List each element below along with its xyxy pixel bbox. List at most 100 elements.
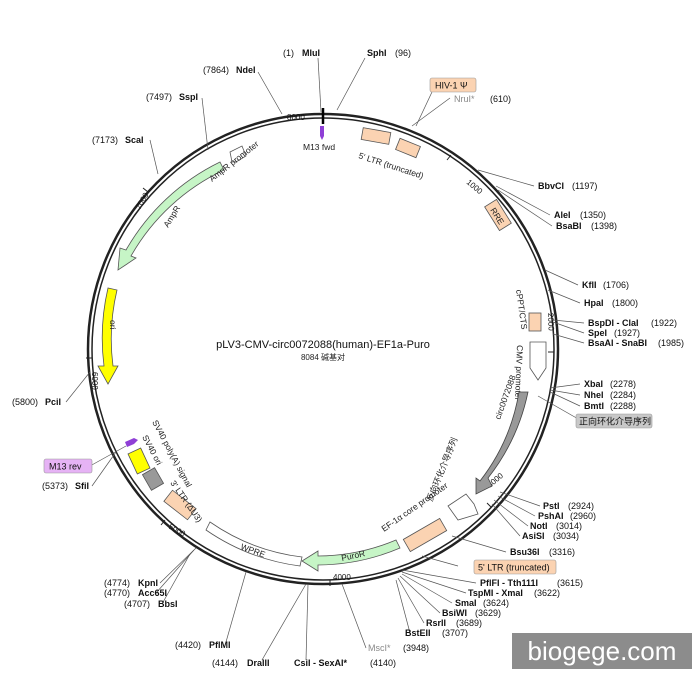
ef1a-box: [402, 517, 448, 553]
site-name: BsaAI - SnaBI: [588, 338, 647, 348]
site-pos: (5373): [42, 481, 68, 491]
site-pos: (3622): [534, 588, 560, 598]
site-pos: (7864): [203, 65, 229, 75]
site-name: DraIII: [247, 658, 270, 668]
site-name: AleI: [554, 210, 571, 220]
site-name: BbsI: [158, 599, 178, 609]
box-label: M13 rev: [49, 462, 82, 472]
ef1a-promoter-arrow: [447, 493, 479, 521]
site-pos: (7497): [146, 92, 172, 102]
site-name: SmaI: [455, 598, 477, 608]
feature-label: CMV promoter: [513, 345, 525, 401]
m13-rev-box: [43, 458, 93, 474]
site-name: PflMI: [209, 640, 231, 650]
site-name: PshAI: [538, 511, 564, 521]
site-pos: (1398): [591, 221, 617, 231]
sv40-polya-box: [127, 447, 151, 475]
site-pos: (1): [283, 48, 294, 58]
site-name: PciI: [45, 397, 61, 407]
site-name: SphI: [367, 48, 387, 58]
site-name: KpnI: [138, 578, 158, 588]
tick-label: 2000: [546, 313, 556, 332]
site-pos: (1350): [580, 210, 606, 220]
site-name: NheI: [584, 390, 604, 400]
feature-label: M13 fwd: [303, 142, 335, 152]
site-name: ScaI: [125, 135, 144, 145]
cppt-box: [528, 312, 542, 332]
puror-arrow: [301, 539, 401, 572]
site-pos: (3034): [553, 531, 579, 541]
site-pos: (3615): [557, 578, 583, 588]
site-name: PflFI - Tth111I: [480, 578, 538, 588]
leader-lines: [65, 57, 585, 661]
site-pos: (4140): [370, 658, 396, 668]
site-name: BsaBI: [556, 221, 582, 231]
watermark: biogege.com: [512, 633, 692, 669]
site-pos: (1197): [572, 181, 597, 191]
box-label: 5' LTR (truncated): [478, 563, 550, 573]
feature-label: PuroR: [340, 548, 366, 563]
circ0072088-arrow: [475, 391, 529, 495]
forward-circ-box: [575, 413, 653, 429]
site-pos: (610): [490, 94, 511, 104]
cmv-promoter-arrow: [529, 341, 547, 381]
ltr-5-box-a: [360, 127, 392, 145]
site-pos: (1922): [651, 318, 677, 328]
site-pos: (4707): [124, 599, 150, 609]
site-name: Bsu36I: [510, 547, 540, 557]
ori-arrow: [97, 287, 119, 385]
site-pos: (2288): [610, 401, 636, 411]
site-name: SpeI: [588, 328, 607, 338]
site-pos: (96): [395, 48, 411, 58]
site-name: CsiI - SexAI*: [294, 658, 348, 668]
tick-label: 8000: [287, 113, 305, 122]
site-name: NruI*: [454, 94, 475, 104]
site-name: NdeI: [236, 65, 256, 75]
site-name: BsiWI: [442, 608, 467, 618]
site-name: BstEII: [405, 628, 431, 638]
site-pos: (2278): [610, 379, 636, 389]
tick-label: 4000: [333, 573, 351, 582]
feature-label: cPPT/CTS: [514, 289, 530, 330]
tick-label: 7000: [134, 191, 151, 211]
site-name: BspDI - ClaI: [588, 318, 639, 328]
ltr5-bottom-box: [473, 559, 557, 575]
feature-label: ori: [108, 320, 118, 330]
site-pos: (3624): [483, 598, 509, 608]
site-name: RsrII: [426, 618, 446, 628]
feature-label: WPRE: [239, 541, 267, 559]
site-name: Acc65I: [138, 588, 167, 598]
site-name: KflI: [582, 280, 597, 290]
site-name: XbaI: [584, 379, 603, 389]
plasmid-size: 8084 碱基对: [301, 352, 345, 362]
site-name: SspI: [179, 92, 198, 102]
site-pos: (1985): [658, 338, 684, 348]
site-pos: (2924): [568, 501, 594, 511]
wpre-box: [205, 521, 303, 567]
site-pos: (3689): [456, 618, 482, 628]
ampr-promoter-arrow: [229, 145, 247, 163]
site-pos: (3014): [556, 521, 582, 531]
box-label: 正向环化介导序列: [579, 416, 651, 427]
site-pos: (4144): [212, 658, 238, 668]
site-pos: (4774): [104, 578, 130, 588]
site-name: NotI: [530, 521, 548, 531]
site-pos: (3316): [549, 547, 575, 557]
site-name: MluI: [302, 48, 320, 58]
site-pos: (4420): [175, 640, 201, 650]
site-name: HpaI: [584, 298, 604, 308]
site-name: PstI: [543, 501, 560, 511]
site-name: AsiSI: [522, 531, 545, 541]
site-pos: (4770): [104, 588, 130, 598]
site-name: BmtI: [584, 401, 604, 411]
box-label: HIV-1 Ψ: [435, 81, 468, 91]
m13-fwd-primer: [320, 126, 324, 140]
sv40-ori-box: [141, 467, 165, 491]
site-pos: (7173): [92, 135, 118, 145]
site-name: TspMI - XmaI: [468, 588, 523, 598]
plasmid-name: pLV3-CMV-circ0072088(human)-EF1a-Puro: [216, 339, 430, 351]
tick-label: 6000: [90, 372, 99, 390]
site-pos: (1927): [614, 328, 640, 338]
restriction-sites: (1) MluI SphI (96) NruI* (610) BbvCI (11…: [12, 48, 684, 668]
